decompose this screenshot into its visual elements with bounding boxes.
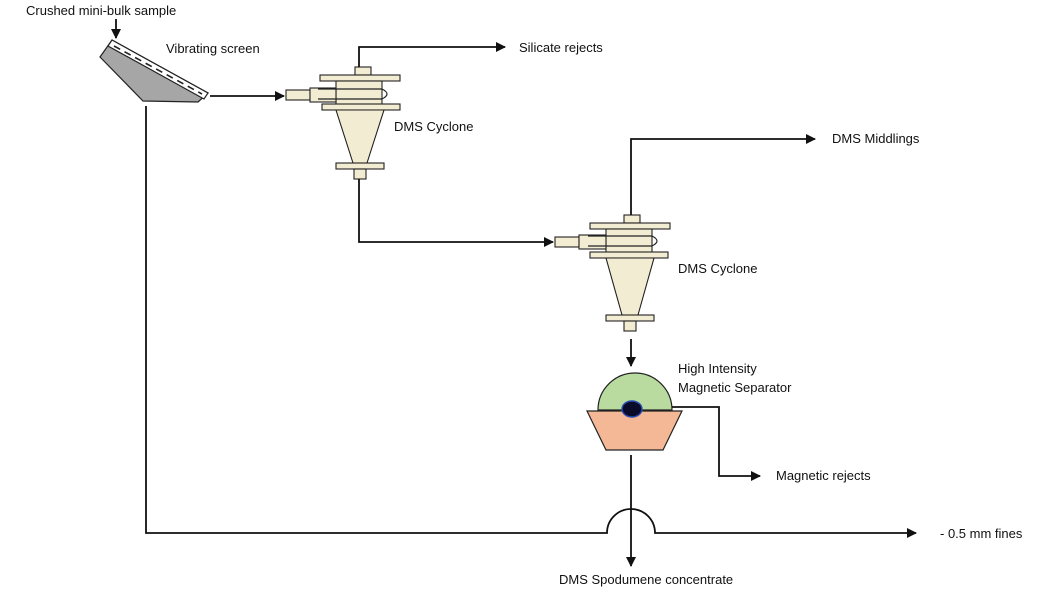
silicate-rejects-flow-line <box>358 42 506 67</box>
cyclone-1-label: DMS Cyclone <box>394 119 473 134</box>
magnetic-rejects-label: Magnetic rejects <box>776 468 871 483</box>
fines-label: - 0.5 mm fines <box>940 526 1023 541</box>
middlings-label: DMS Middlings <box>832 131 920 146</box>
concentrate-label: DMS Spodumene concentrate <box>559 572 733 587</box>
vibrating-screen <box>99 39 210 103</box>
feed-label: Crushed mini-bulk sample <box>26 3 176 18</box>
dms-cyclone-2 <box>554 214 671 332</box>
screen-label: Vibrating screen <box>166 41 260 56</box>
cyclone1-to-cyclone2-line <box>358 179 554 247</box>
cyclone-2-label: DMS Cyclone <box>678 261 757 276</box>
middlings-flow-line <box>630 134 816 215</box>
separator-label-line1: High Intensity <box>678 361 757 376</box>
magnetic-separator <box>586 372 683 451</box>
silicate-rejects-label: Silicate rejects <box>519 40 603 55</box>
separator-label-line2: Magnetic Separator <box>678 380 792 395</box>
fines-flow-line <box>145 106 917 538</box>
magnetic-rejects-flow-line <box>672 406 761 481</box>
dms-cyclone-1 <box>285 66 401 180</box>
